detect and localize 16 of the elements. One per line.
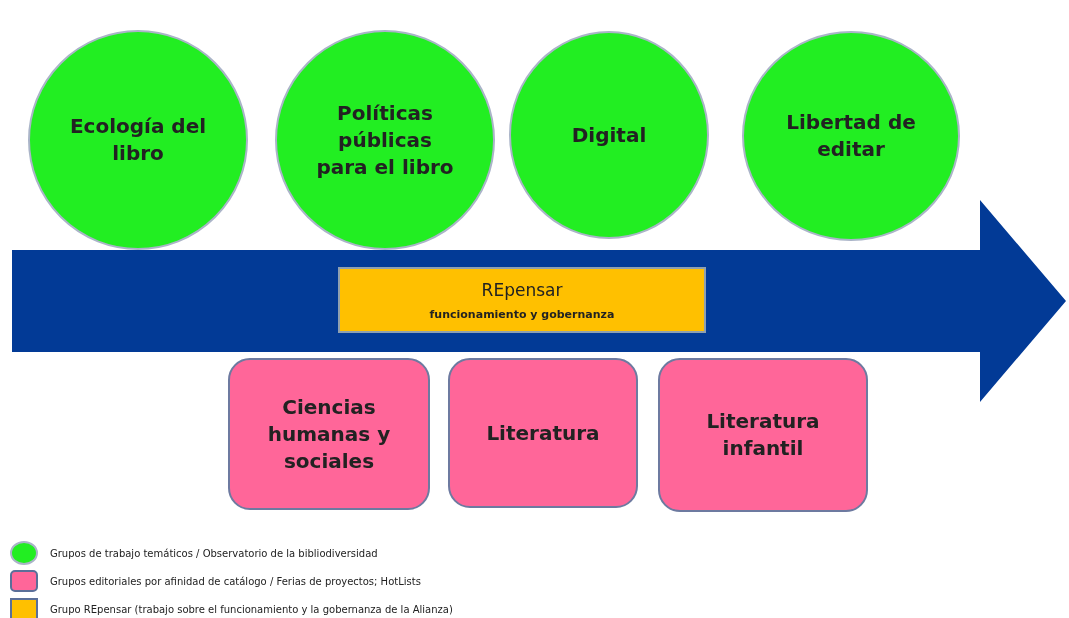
group-title: Libertad de editar [785, 109, 917, 163]
legend-text: Grupos editoriales por afinidad de catálogo / Ferias de proyectos; HotLists [50, 575, 421, 587]
group-title: REpensar [481, 279, 563, 300]
group-title: Ecología del libro [68, 113, 208, 167]
group-card [228, 358, 430, 510]
group-title: Ciencias humanas y sociales [266, 393, 392, 475]
group-title: Digital [571, 121, 647, 149]
group-banner [338, 267, 706, 333]
group-title: Literatura [486, 419, 600, 447]
group-subtitle: funcionamiento y gobernanza [429, 307, 615, 321]
group-card [658, 358, 868, 512]
group-card [448, 358, 638, 508]
group-title: Literatura infantil [705, 408, 821, 462]
legend-text: Grupo REpensar (trabajo sobre el funcionamiento y la gobernanza de la Alianza) [50, 603, 453, 615]
group-title: Políticas públicas para el libro [315, 99, 455, 181]
legend-text: Grupos de trabajo temáticos / Observatorio de la bibliodiversidad [50, 547, 378, 559]
